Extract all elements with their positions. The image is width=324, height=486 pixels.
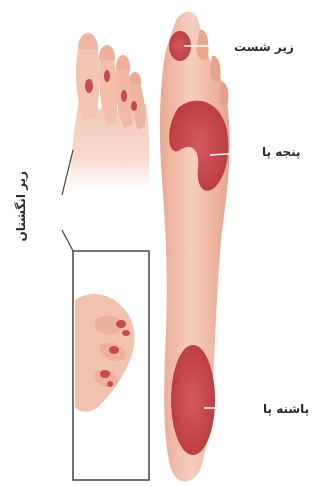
label-under-toes: زیر انگشتان xyxy=(15,171,27,241)
label-under-big-toe: زیر شست xyxy=(234,41,294,53)
label-ball-of-foot: پنجه پا xyxy=(262,146,301,158)
label-heel: پاشنه پا xyxy=(263,403,309,415)
side-toe-spot-1 xyxy=(116,320,126,328)
side-toe-spot-3 xyxy=(109,346,119,354)
toes-callout-box xyxy=(62,150,149,480)
toe-pressure-spot-2 xyxy=(104,70,110,82)
forefoot-top-view xyxy=(70,33,149,190)
heel-pressure-zone xyxy=(171,345,215,455)
sole-view xyxy=(160,12,262,482)
toe-pressure-spot-4 xyxy=(131,101,137,111)
side-toe-spot-4 xyxy=(100,370,110,378)
toe-pressure-spot-3 xyxy=(121,90,127,102)
side-toe-spot-2 xyxy=(122,330,130,336)
side-toe-spot-5 xyxy=(107,381,113,387)
toe-pressure-spot-1 xyxy=(85,79,93,93)
